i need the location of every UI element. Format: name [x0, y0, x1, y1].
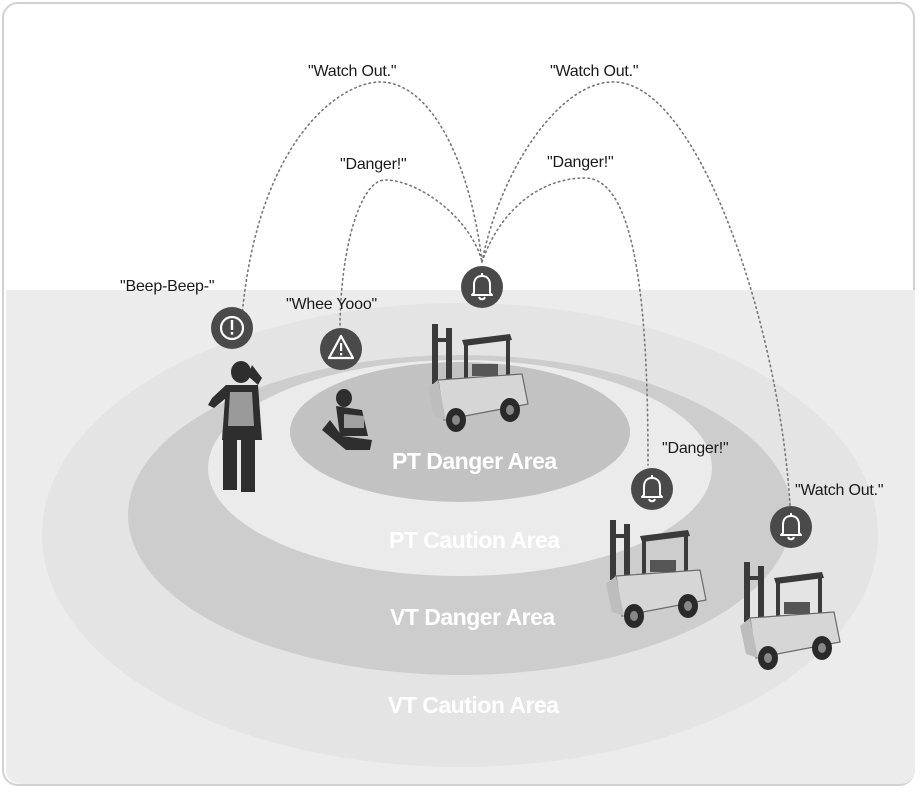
signal-arc-danger-left: [339, 179, 483, 331]
pt-danger-area-label: PT Danger Area: [392, 448, 557, 474]
watch-out-callout-forklift: "Watch Out.": [795, 482, 884, 499]
standing-worker-figure: [208, 361, 262, 492]
vt-caution-area-label: VT Caution Area: [388, 692, 559, 718]
bell-icon: [631, 468, 673, 510]
warning-triangle-icon: [320, 328, 362, 370]
signal-arc-watch-left: [241, 81, 483, 317]
danger-callout-left: "Danger!": [340, 156, 407, 173]
exclamation-circle-icon: [211, 307, 253, 349]
kneeling-worker-figure: [322, 389, 372, 450]
bell-icon: [461, 266, 503, 308]
pt-danger-zone: [290, 362, 630, 502]
watch-out-callout-right: "Watch Out.": [550, 63, 639, 80]
signal-arc-watch-right: [481, 81, 791, 507]
pt-caution-area-label: PT Caution Area: [389, 527, 560, 553]
vt-danger-area-label: VT Danger Area: [390, 604, 555, 630]
beep-callout: "Beep-Beep-": [120, 278, 215, 295]
watch-out-callout-left: "Watch Out.": [308, 63, 397, 80]
whee-callout: "Whee Yooo": [286, 296, 378, 313]
danger-callout-right: "Danger!": [547, 154, 614, 171]
bell-icon: [770, 506, 812, 548]
danger-callout-forklift: "Danger!": [662, 440, 729, 457]
